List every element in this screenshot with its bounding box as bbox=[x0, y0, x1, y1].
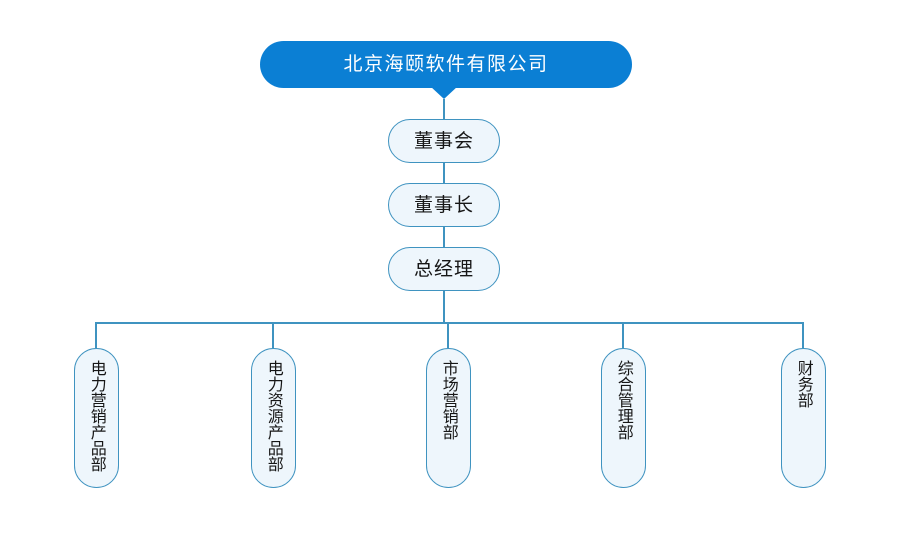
org-node-dept-power-marketing-product[interactable]: 电力营销产品部 bbox=[74, 348, 119, 488]
org-node-chairman-label: 董事长 bbox=[413, 193, 474, 216]
org-node-dept-power-resource-product[interactable]: 电力资源产品部 bbox=[251, 348, 296, 488]
org-node-dept-market-marketing-label: 市场营销部 bbox=[439, 360, 459, 440]
org-node-dept-power-marketing-product-label: 电力营销产品部 bbox=[87, 360, 107, 472]
connector-bus-to-dept-4 bbox=[622, 322, 624, 348]
org-node-dept-market-marketing[interactable]: 市场营销部 bbox=[426, 348, 471, 488]
org-node-dept-general-management[interactable]: 综合管理部 bbox=[601, 348, 646, 488]
root-pointer-triangle bbox=[430, 86, 458, 99]
org-node-dept-finance-label: 财务部 bbox=[794, 360, 814, 408]
org-node-general-manager[interactable]: 总经理 bbox=[388, 247, 500, 291]
org-node-dept-finance[interactable]: 财务部 bbox=[781, 348, 826, 488]
connector-general-manager-to-bus bbox=[443, 291, 445, 323]
connector-bus-to-dept-1 bbox=[95, 322, 97, 348]
org-node-chairman[interactable]: 董事长 bbox=[388, 183, 500, 227]
connector-bus-to-dept-3 bbox=[447, 322, 449, 348]
connector-department-bus bbox=[95, 322, 804, 324]
connector-board-to-chairman bbox=[443, 163, 445, 183]
org-node-general-manager-label: 总经理 bbox=[413, 257, 474, 280]
connector-chairman-to-general-manager bbox=[443, 227, 445, 247]
org-node-dept-general-management-label: 综合管理部 bbox=[614, 360, 634, 440]
org-node-board[interactable]: 董事会 bbox=[388, 119, 500, 163]
org-node-dept-power-resource-product-label: 电力资源产品部 bbox=[264, 360, 284, 472]
org-node-company[interactable]: 北京海颐软件有限公司 bbox=[260, 41, 632, 88]
org-node-company-label: 北京海颐软件有限公司 bbox=[343, 53, 549, 75]
connector-bus-to-dept-5 bbox=[802, 322, 804, 348]
connector-bus-to-dept-2 bbox=[272, 322, 274, 348]
org-node-board-label: 董事会 bbox=[413, 129, 474, 152]
connector-company-to-board bbox=[443, 99, 445, 119]
